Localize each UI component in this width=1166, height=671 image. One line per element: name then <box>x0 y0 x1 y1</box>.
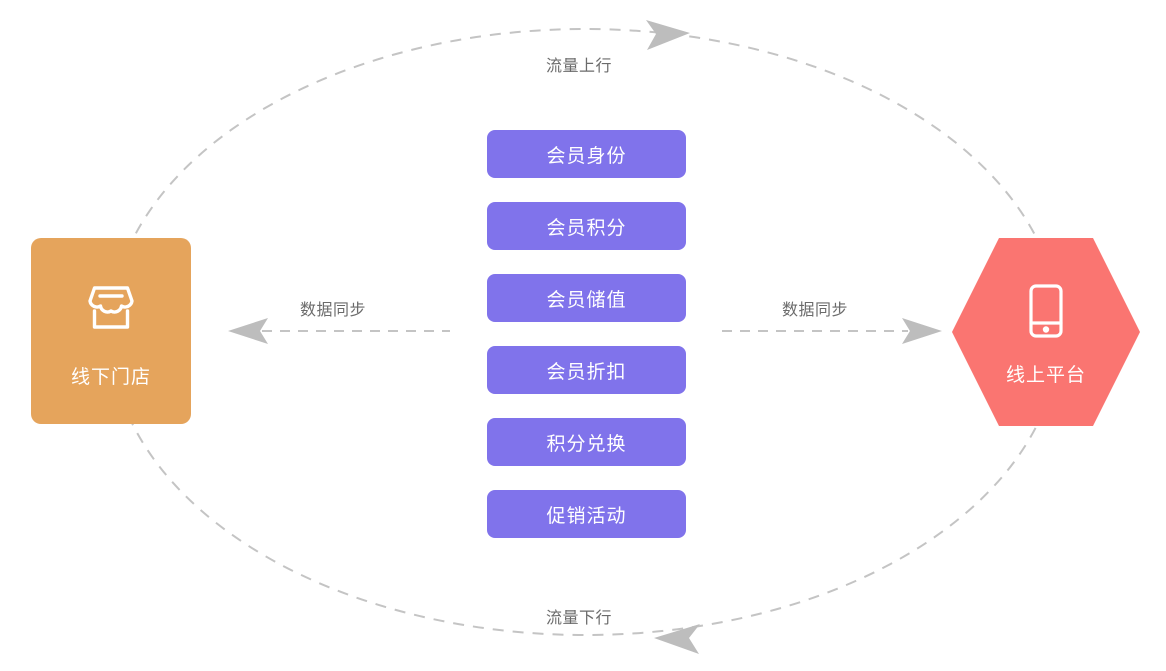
sync-left-arrowhead <box>228 318 268 344</box>
node-online-platform-label: 线上平台 <box>1005 364 1086 386</box>
capability-pill[interactable]: 会员身份 <box>487 130 686 178</box>
capability-pill-label: 积分兑换 <box>546 433 627 455</box>
edge-label-traffic-down: 流量下行 <box>546 610 613 627</box>
storefront-icon <box>80 280 142 336</box>
edge-label-traffic-up: 流量上行 <box>546 58 613 75</box>
node-offline-store-label: 线下门店 <box>70 366 151 388</box>
capability-pill[interactable]: 会员折扣 <box>487 346 686 394</box>
shared-capability-list: 会员身份 会员积分 会员储值 会员折扣 积分兑换 促销活动 <box>487 130 686 538</box>
capability-pill-label: 促销活动 <box>546 505 627 527</box>
edge-label-sync-right: 数据同步 <box>782 302 849 319</box>
capability-pill[interactable]: 会员积分 <box>487 202 686 250</box>
capability-pill[interactable]: 积分兑换 <box>487 418 686 466</box>
capability-pill[interactable]: 会员储值 <box>487 274 686 322</box>
capability-pill-label: 会员积分 <box>546 217 627 239</box>
traffic-up-arrowhead <box>646 20 690 50</box>
mobile-phone-icon <box>1025 282 1067 340</box>
capability-pill-label: 会员身份 <box>546 145 627 167</box>
node-offline-store[interactable]: 线下门店 <box>31 238 191 424</box>
capability-pill-label: 会员折扣 <box>546 361 627 383</box>
sync-right-arrowhead <box>902 318 942 344</box>
capability-pill[interactable]: 促销活动 <box>487 490 686 538</box>
capability-pill-label: 会员储值 <box>546 289 627 311</box>
traffic-down-arrowhead <box>654 624 700 654</box>
edge-label-sync-left: 数据同步 <box>300 302 367 319</box>
